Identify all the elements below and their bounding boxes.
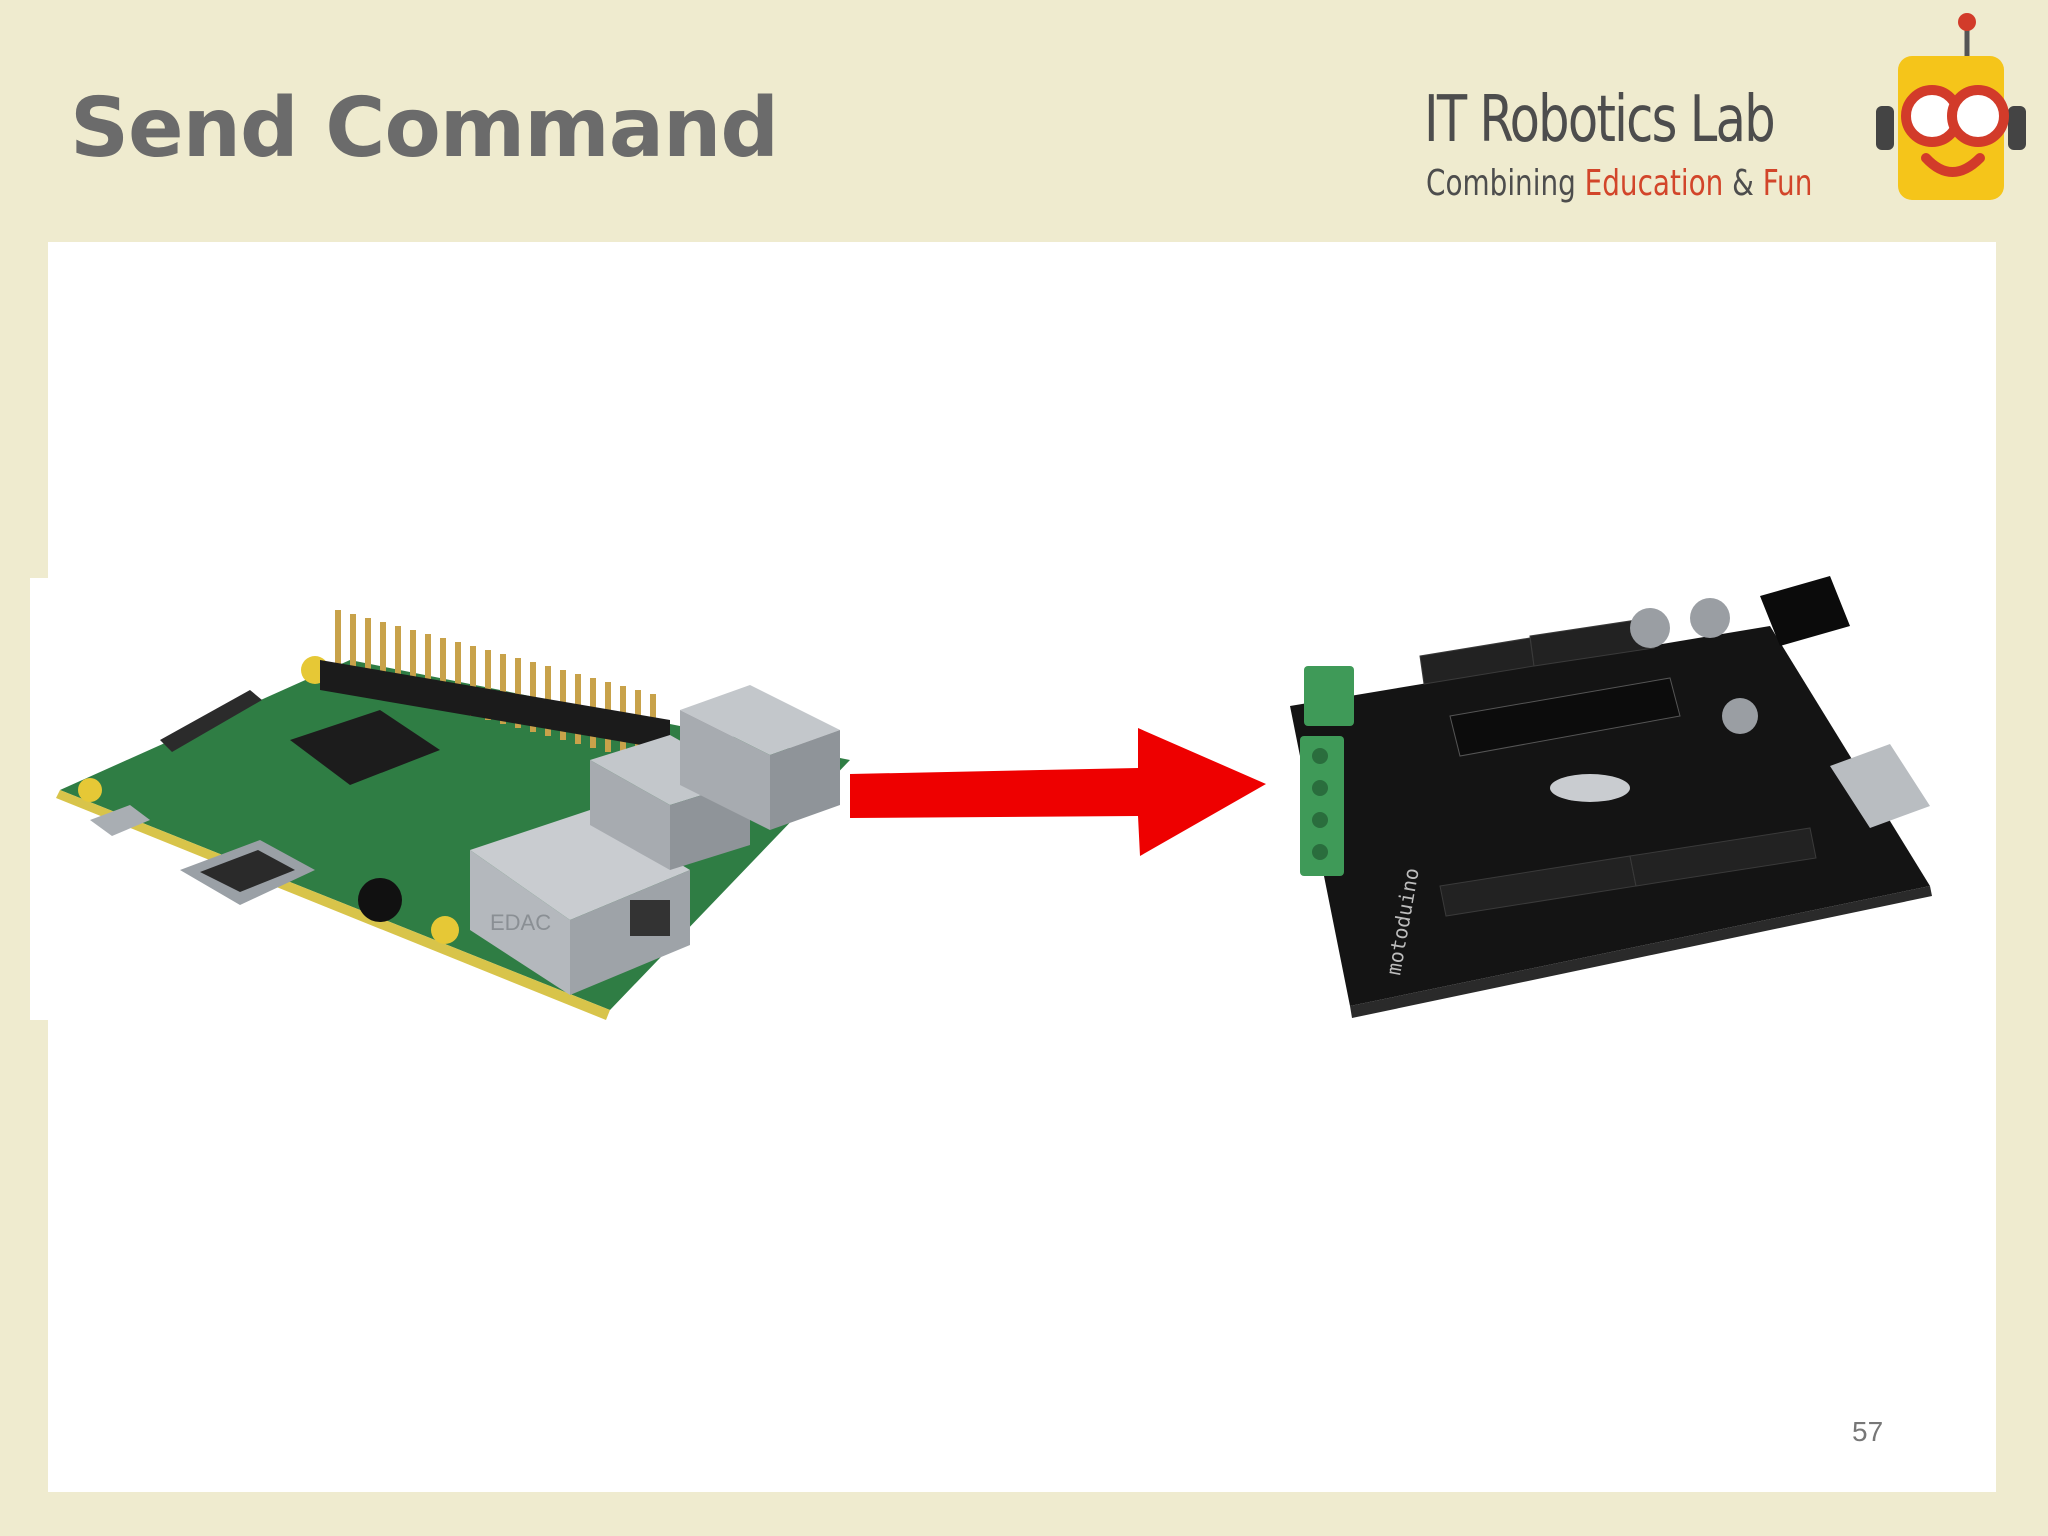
logo-tagline-highlight2: Fun	[1762, 163, 1813, 204]
it-robotics-lab-logo: IT Robotics Lab Combining Education & Fu…	[1420, 8, 2040, 208]
page-number: 57	[1852, 1416, 1884, 1447]
raspberry-pi-board: EDAC	[56, 610, 850, 1020]
red-right-arrow	[850, 728, 1266, 856]
motoduino-board: motoduino	[1290, 576, 1932, 1018]
logo-tagline-part1: Combining	[1426, 163, 1585, 204]
logo-name: IT Robotics Lab	[1424, 83, 1776, 157]
robot-face-icon	[1876, 13, 2026, 200]
logo-tagline: Combining Education & Fun	[1426, 166, 1812, 202]
logo-tagline-highlight1: Education	[1584, 163, 1724, 204]
slide-title: Send Command	[70, 81, 779, 176]
ethernet-chip-label: EDAC	[490, 910, 551, 935]
logo-tagline-part2: &	[1723, 163, 1763, 204]
